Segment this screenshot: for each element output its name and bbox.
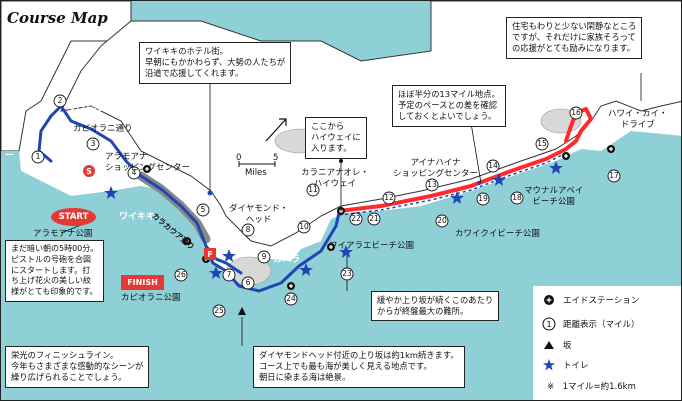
start-point-icon: S [83,165,95,177]
note-halfway: ほぼ半分の13マイル地点。 予定のペースとの差を確認 しておくとよいでしょう。 [392,85,506,127]
mile-marker-22: 22 [351,214,361,223]
svg-text:1: 1 [546,320,551,329]
mile-marker-26: 26 [176,270,186,279]
scale-five: 5 [273,153,279,163]
start-marker: START [51,208,96,226]
mile-marker-6: 6 [245,278,251,287]
legend-distance-label: 距離表示（マイル） [563,320,640,330]
place-kapiolani-street: カピオラニ通り [73,124,133,134]
scale-zero: 0 [236,153,242,163]
place-ainahaina-center: アイナハイナ ショッピングセンター [393,158,479,179]
mile-marker-1: 1 [35,152,41,161]
mile-marker-3: 3 [90,139,96,148]
mile-marker-15: 15 [537,139,547,148]
mile-marker-2: 2 [57,96,63,105]
mile-marker-7: 7 [226,270,232,279]
mile-marker-8: 8 [245,225,251,234]
mile-marker-19: 19 [478,194,488,203]
legend-toilet-label: トイレ [563,361,589,371]
place-diamond-head: ダイヤモンド・ ヘッド [229,204,289,225]
mile-marker-12: 12 [384,193,394,202]
note-start: まだ暗い朝の5時00分。 ピストルの号砲を合図 にスタートします。打 ち上げ花火… [5,240,105,302]
mile-marker-5: 5 [200,205,206,214]
legend-aid-label: エイドステーション [563,296,640,306]
mile-marker-10: 10 [299,222,309,231]
place-waialae-park: ワイアラエビーチ公園 [329,241,415,251]
mile-marker-24: 24 [286,294,296,303]
mile-marker-9: 9 [261,252,267,261]
place-downtown: ダウンタウン [67,105,122,115]
finish-point-icon: F [204,248,216,260]
mile-marker-16: 16 [571,108,581,117]
place-alamoana-park: アラモアナ公園 [33,229,93,239]
toilet-icon [541,359,557,371]
place-waikiki: ワイキキ [119,212,156,222]
place-hawaii-kai-drive: ハワイ・カイ・ ドライブ [608,109,668,130]
note-hills: 緩やか上り坂が続くこのあたり からが終盤最大の難所。 [371,291,500,322]
legend-slope-label: 坂 [563,341,572,351]
note-highway-entry: ここから ハイウェイに 入ります。 [305,117,367,159]
scale-unit: Miles [245,168,267,178]
finish-marker: FINISH [121,275,164,290]
mile-marker-23: 23 [342,269,352,278]
place-maunalua-park: マウナルアベイ ビーチ公園 [524,186,584,207]
slope-icon [541,340,557,350]
place-aloha-tower: アロハタワー [5,104,15,162]
mile-marker-14: 14 [488,161,498,170]
note-finish-line: 栄光のフィニッシュライン。 今年もさまざまな感動的なシーンが 繰り広げられること… [5,346,150,388]
mile-marker-25: 25 [214,306,224,315]
mile-marker-13: 13 [427,180,437,189]
mile-marker-4: 4 [131,168,137,177]
mile-marker-18: 18 [512,193,522,202]
mile-marker-20: 20 [437,216,447,225]
place-kahala: カハラ [273,255,301,265]
note-residential: 住宅もわりと少ない閑静なところ ですが、それだけに家族そろって の応援がとても励… [506,17,643,59]
mile-circle-icon: 1 [541,317,557,331]
mile-marker-11: 11 [308,185,318,194]
note-diamond-head-climb: ダイヤモンドヘッド付近の上り坂は約1km続きます。 コース上でも最も海が美しく見… [253,346,465,388]
place-alamoana-center: アラモアナ ショッピングセンター [105,152,191,173]
page-title: Course Map [7,9,108,27]
aid-station-icon [541,294,557,306]
place-kapiolani-park: カピオラニ公園 [121,293,181,303]
place-kalanianaole-highway: カラニアナオレ・ ハイウェイ [301,168,369,189]
note-hotel-district: ワイキキのホテル街。 早朝にもかかわらず、大勢の人たちが 沿道で応援してくれます… [139,42,292,84]
place-kawaikui-park: カワイクイビーチ公園 [455,229,540,239]
mile-marker-17: 17 [609,171,619,180]
mile-marker-21: 21 [369,214,379,223]
legend-conversion: ※ 1マイル=約1.6km [547,382,636,392]
